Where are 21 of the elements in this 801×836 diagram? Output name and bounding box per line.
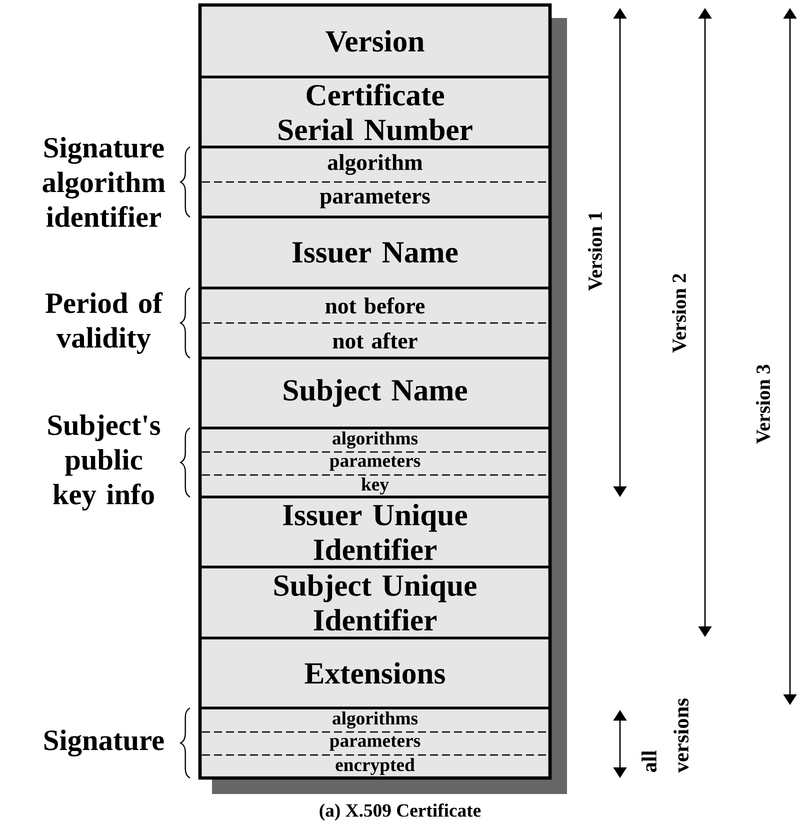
field-box: algorithm: [200, 147, 550, 182]
group-label: Signature algorithm identifier: [42, 137, 166, 227]
field-box: not before: [200, 288, 550, 323]
field-box: Version: [200, 5, 550, 77]
field-box: not after: [200, 323, 550, 358]
field-box: parameters: [200, 732, 550, 755]
version-label: Version 2: [672, 274, 686, 353]
version-label: Version 3: [756, 364, 770, 444]
field-box: parameters: [200, 182, 550, 217]
group-label: Period of validity: [46, 292, 163, 354]
field-box: parameters: [200, 452, 550, 475]
field-box: algorithms: [200, 708, 550, 732]
version-label: Version 1: [588, 212, 602, 291]
version-label: all versions: [642, 698, 688, 773]
field-box: algorithms: [200, 428, 550, 452]
field-box: key: [200, 475, 550, 497]
caption: (a) X.509 Certificate: [320, 803, 481, 821]
group-label: Subject's public key info: [48, 414, 160, 511]
group-label: Signature: [44, 730, 164, 756]
field-box: encrypted: [200, 755, 550, 778]
field-box: Subject Unique Identifier: [200, 567, 550, 638]
